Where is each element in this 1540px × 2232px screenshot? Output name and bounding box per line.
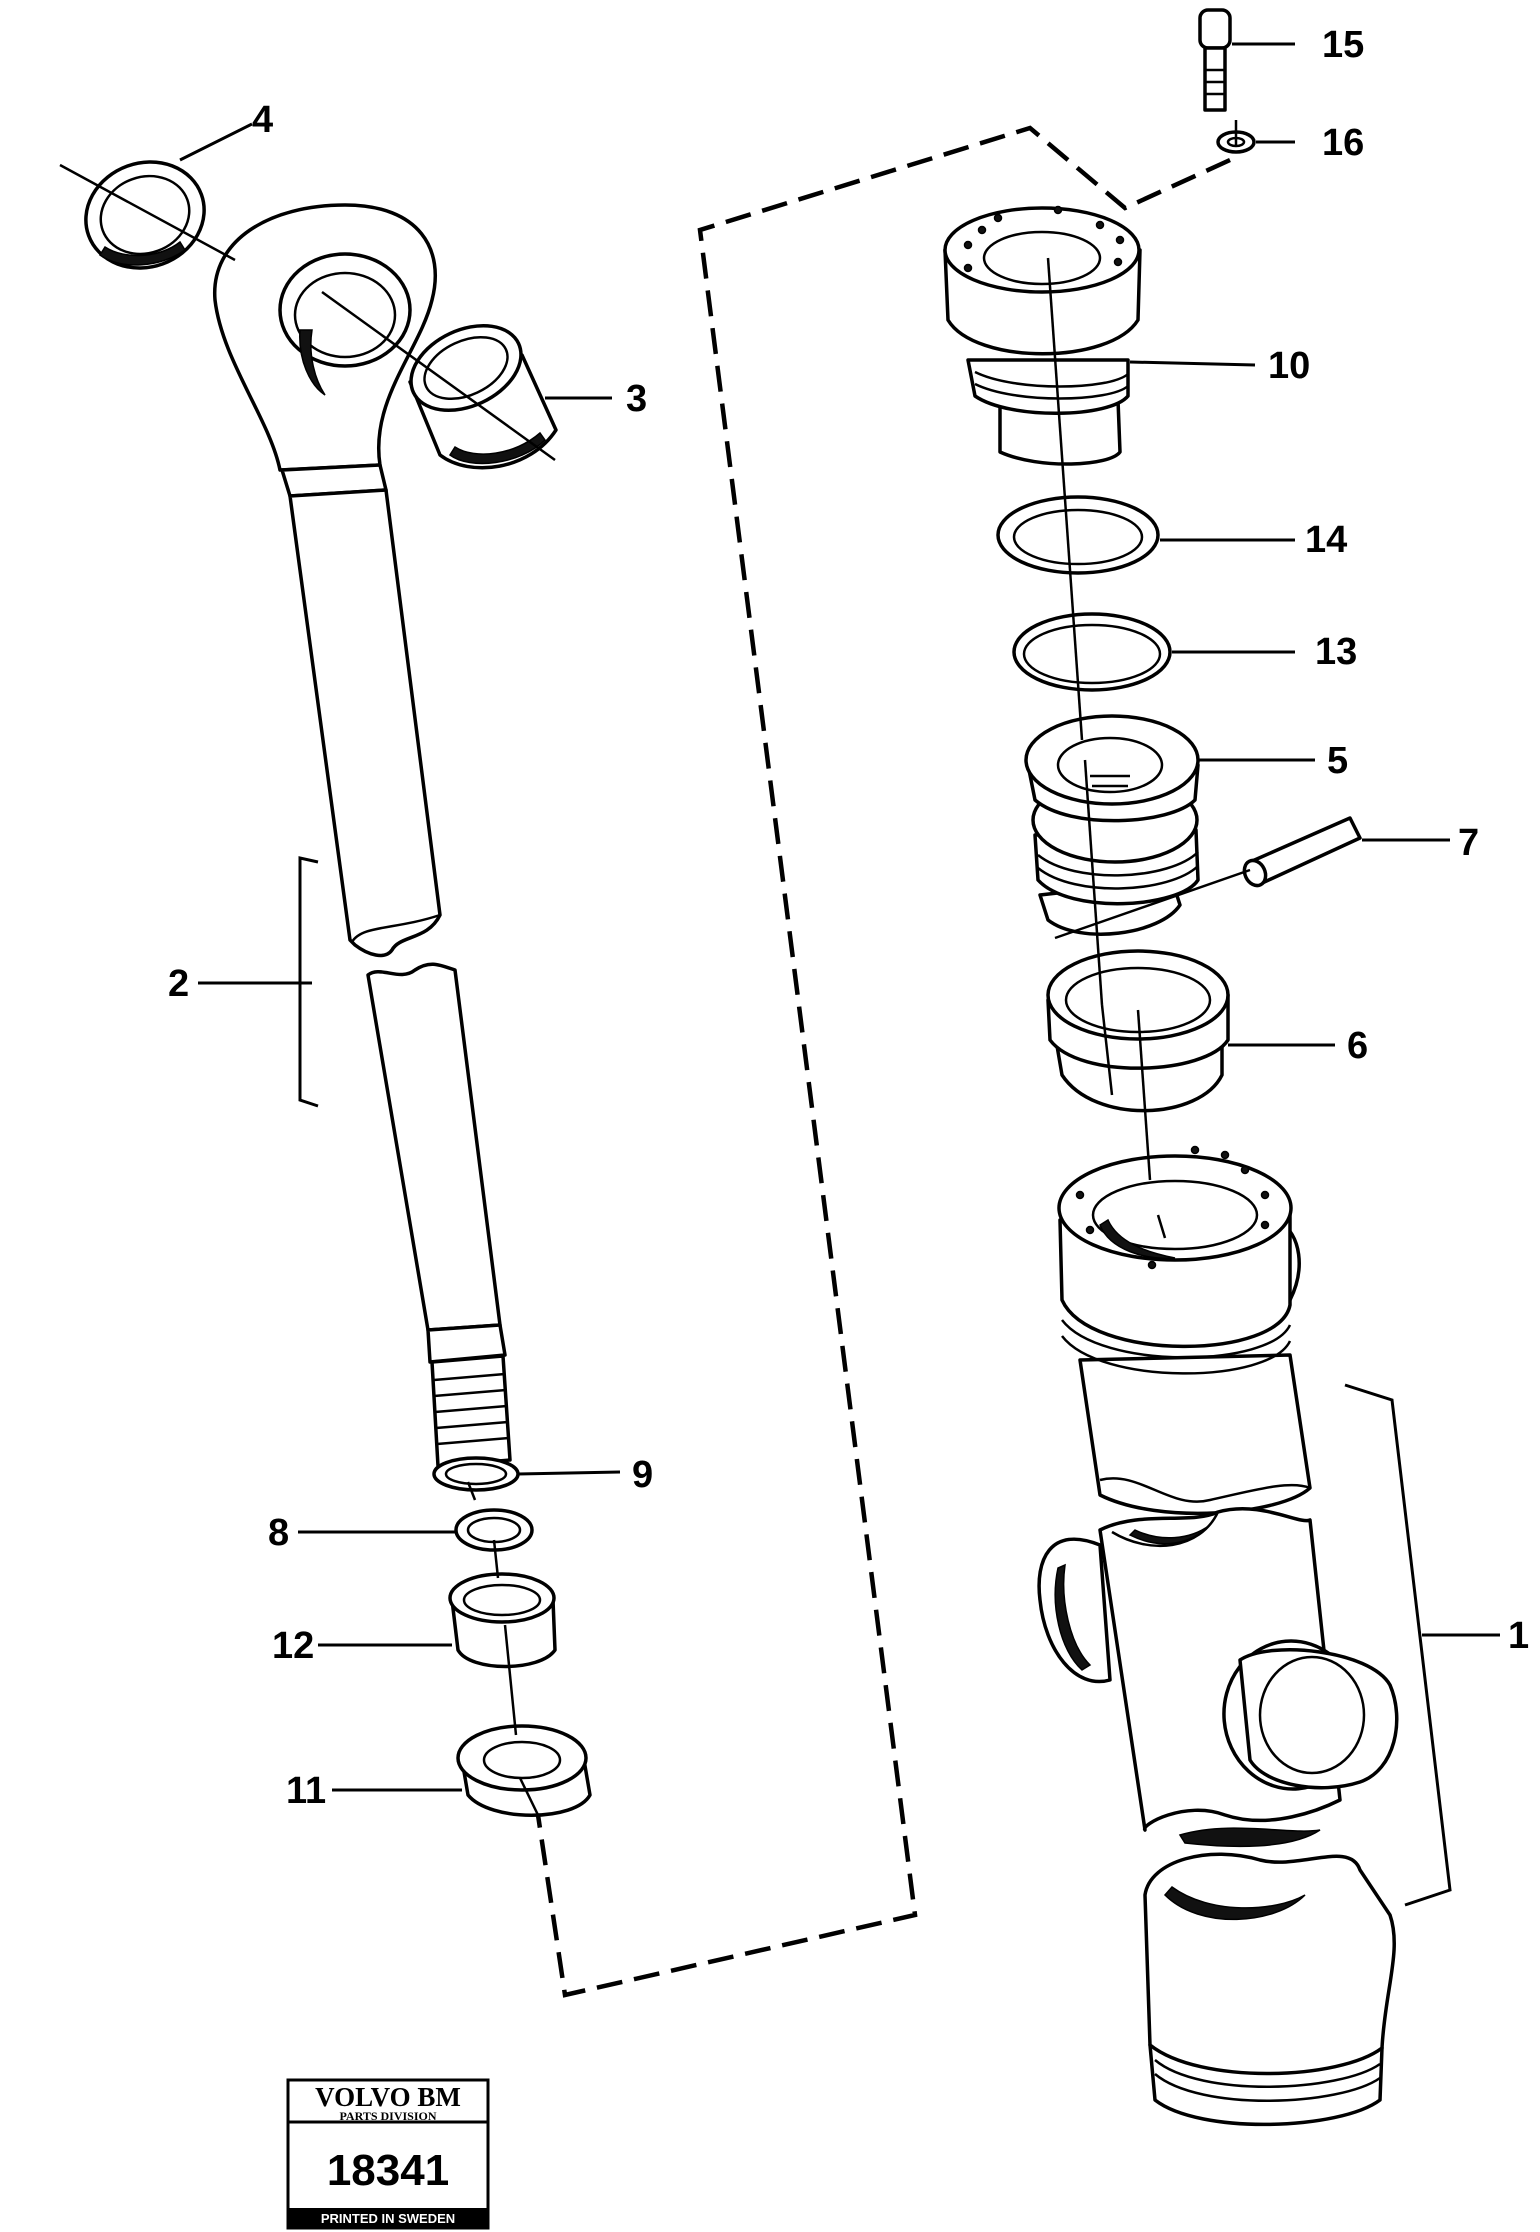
callout-1: 1 [1508,1615,1529,1657]
part-1-cylinder-barrel [1037,1145,1399,2127]
callout-12: 12 [272,1625,314,1667]
callout-7: 7 [1458,822,1479,864]
callout-8: 8 [268,1512,289,1554]
part-4-seal-ring [84,160,206,270]
callout-3: 3 [626,378,647,420]
callout-11: 11 [286,1770,326,1812]
part-5-piston [1024,714,1200,936]
center-lines [59,120,1251,1816]
volvo-bm-stamp: VOLVO BM PARTS DIVISION 18341 PRINTED IN… [286,2078,490,2230]
part-11-nut [456,1724,592,1817]
callout-13: 13 [1315,631,1357,673]
part-10-cylinder-head [943,205,1142,466]
callout-9: 9 [632,1454,653,1496]
callout-5: 5 [1327,740,1348,782]
callout-10: 10 [1268,345,1310,387]
part-6-guide-ring [1046,949,1230,1113]
rod-eye [213,203,437,498]
callout-2: 2 [168,963,189,1005]
stamp-division: PARTS DIVISION [339,2109,436,2123]
piston-rod-lower [366,962,512,1468]
stamp-footer: PRINTED IN SWEDEN [321,2211,455,2226]
callout-labels: 4 3 15 16 10 14 13 5 7 6 2 9 8 12 11 1 [168,24,1529,1812]
piston-rod-upper [288,488,442,958]
part-15-screw [1198,8,1232,112]
stamp-number: 18341 [327,2146,449,2195]
part-12-bush [448,1572,557,1669]
callout-4: 4 [252,99,273,141]
assembly-dashed-path [535,125,1231,1998]
callout-15: 15 [1322,24,1364,66]
part-9-ring [432,1456,520,1492]
part-13-o-ring [1012,612,1172,692]
callout-14: 14 [1305,519,1347,561]
callout-16: 16 [1322,122,1364,164]
leader-lines [179,42,1500,1907]
part-7-pin [1242,816,1362,888]
part-14-seal [996,495,1160,575]
stamp-brand: VOLVO BM [315,2082,461,2112]
callout-6: 6 [1347,1025,1368,1067]
